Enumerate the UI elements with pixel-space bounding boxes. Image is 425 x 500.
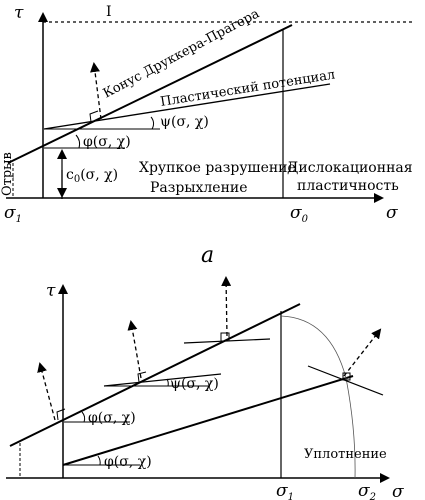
right-angle-b3 — [220, 332, 230, 342]
phi-arc-upper — [81, 411, 86, 423]
plastic-potential-line — [43, 83, 331, 130]
compaction-cap-curve — [280, 315, 356, 479]
sigma-axis-label-b: σ — [392, 482, 404, 500]
psi-angle-label: ψ(σ, χ) — [160, 114, 209, 130]
panel-a: τ σ I Конус Друккера-Прагера Пластически… — [0, 3, 413, 268]
compaction-label: Уплотнение — [304, 447, 387, 462]
right-angle-b4 — [342, 372, 351, 381]
psi-arc — [166, 378, 169, 387]
tau-axis-label-b: τ — [46, 281, 56, 301]
tearing-label: Отрыв — [0, 152, 15, 196]
phi-arc-lower — [97, 455, 101, 466]
sigma-axis-label-a: σ — [386, 203, 398, 223]
sigma1-label-b: σ1 — [276, 481, 294, 500]
psi-label-b: ψ(σ, χ) — [170, 376, 219, 392]
loosening-label: Разрыхление — [150, 180, 248, 196]
flow-arrow-b2 — [127, 320, 142, 379]
dislocation-label: Дислокационная — [287, 160, 413, 176]
phi-label-upper-b: φ(σ, χ) — [88, 410, 136, 426]
upper-yield-line — [9, 303, 301, 447]
psi-potential-line — [103, 373, 222, 387]
flow-arrow-b3 — [221, 276, 232, 337]
brittle-fracture-label: Хрупкое разрушение — [139, 160, 296, 176]
plastic-potential-label: Пластический потенциал — [159, 67, 336, 109]
panel-a-letter: a — [201, 243, 214, 268]
right-angle-marker-a — [89, 110, 99, 123]
sigma2-label-b: σ2 — [358, 481, 376, 500]
flow-arrow-b4 — [343, 328, 382, 377]
plasticity-label: пластичность — [297, 178, 399, 194]
lower-yield-line — [62, 375, 354, 466]
psi-angle-arc — [150, 116, 155, 130]
sigma0-label-a: σ0 — [290, 203, 309, 225]
flow-direction-arrow-a — [90, 62, 102, 120]
phi-angle-label: φ(σ, χ) — [83, 134, 131, 150]
right-angle-b1 — [56, 408, 66, 421]
c0-label: c0(σ, χ) — [66, 167, 118, 185]
tau-axis-label-a: τ — [14, 3, 24, 23]
limit-label-I: I — [106, 4, 112, 20]
drucker-prager-line — [7, 24, 293, 164]
phi-label-lower-b: φ(σ, χ) — [104, 454, 152, 470]
panel-b: τ σ ψ(σ, χ) φ(σ, χ) φ(σ, χ) — [6, 276, 404, 500]
phi-angle-arc — [75, 134, 80, 149]
right-angle-b2 — [137, 371, 147, 383]
sigma1-label-a: σ1 — [4, 203, 22, 225]
flow-arrow-b1 — [37, 362, 56, 421]
